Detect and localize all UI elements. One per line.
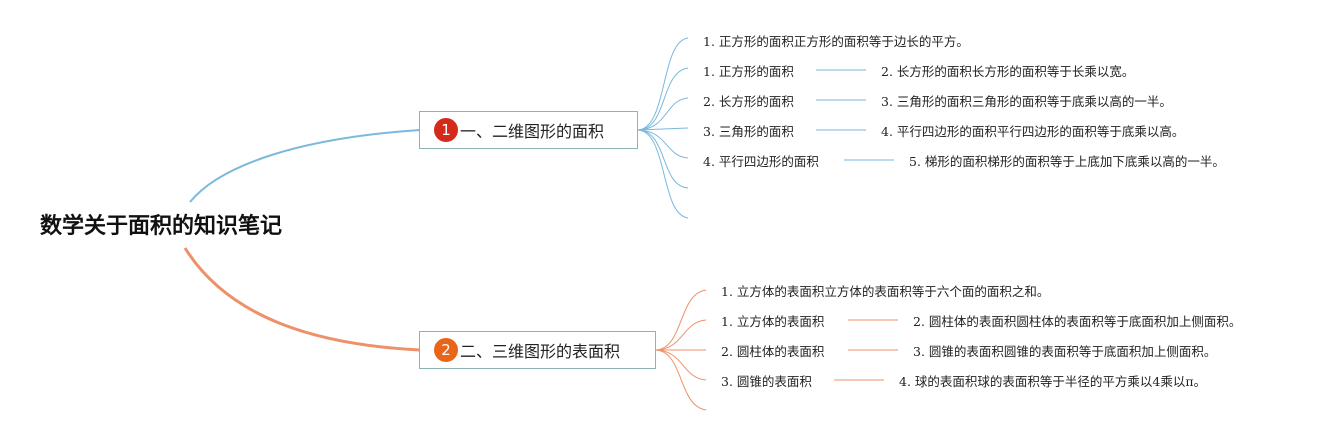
branch-topic-2-label: 二、三维图形的表面积 bbox=[460, 342, 621, 361]
branch-topic-1[interactable]: 1 一、二维图形的面积 bbox=[419, 111, 638, 149]
leaf-subtopic[interactable]: 4. 球的表面积球的表面积等于半径的平方乘以4乘以π。 bbox=[899, 374, 1207, 389]
leaf-topic[interactable]: 3. 圆锥的表面积 bbox=[721, 374, 812, 389]
leaf-topic[interactable]: 1. 正方形的面积 bbox=[703, 64, 794, 79]
leaf-topic[interactable]: 1. 正方形的面积正方形的面积等于边长的平方。 bbox=[703, 34, 969, 49]
connector-root-branch-1 bbox=[189, 129, 421, 203]
leaf-subtopic[interactable]: 3. 圆锥的表面积圆锥的表面积等于底面积加上侧面积。 bbox=[913, 344, 1217, 359]
leaf-subtopic[interactable]: 2. 长方形的面积长方形的面积等于长乘以宽。 bbox=[881, 64, 1135, 79]
leaf-subtopic[interactable]: 5. 梯形的面积梯形的面积等于上底加下底乘以高的一半。 bbox=[909, 154, 1225, 169]
priority-2-badge: 2 bbox=[434, 338, 458, 362]
branch-2-fan bbox=[655, 289, 898, 411]
leaf-topic[interactable]: 2. 圆柱体的表面积 bbox=[721, 344, 825, 359]
leaf-subtopic[interactable]: 3. 三角形的面积三角形的面积等于底乘以高的一半。 bbox=[881, 94, 1172, 109]
branch-topic-1-label: 一、二维图形的面积 bbox=[460, 122, 605, 141]
root-topic[interactable]: 数学关于面积的知识笔记 bbox=[40, 214, 283, 239]
priority-1-badge: 1 bbox=[434, 118, 458, 142]
leaf-topic[interactable]: 1. 立方体的表面积立方体的表面积等于六个面的面积之和。 bbox=[721, 284, 1050, 299]
leaf-topic[interactable]: 4. 平行四边形的面积 bbox=[703, 154, 819, 169]
leaf-topic[interactable]: 3. 三角形的面积 bbox=[703, 124, 794, 139]
leaf-subtopic[interactable]: 4. 平行四边形的面积平行四边形的面积等于底乘以高。 bbox=[881, 124, 1185, 139]
branch-1-fan bbox=[637, 37, 894, 219]
leaf-topic[interactable]: 1. 立方体的表面积 bbox=[721, 314, 825, 329]
connector-root-branch-2 bbox=[183, 247, 421, 352]
branch-topic-2[interactable]: 2 二、三维图形的表面积 bbox=[419, 331, 656, 369]
leaf-topic[interactable]: 2. 长方形的面积 bbox=[703, 94, 794, 109]
leaf-subtopic[interactable]: 2. 圆柱体的表面积圆柱体的表面积等于底面积加上侧面积。 bbox=[913, 314, 1242, 329]
